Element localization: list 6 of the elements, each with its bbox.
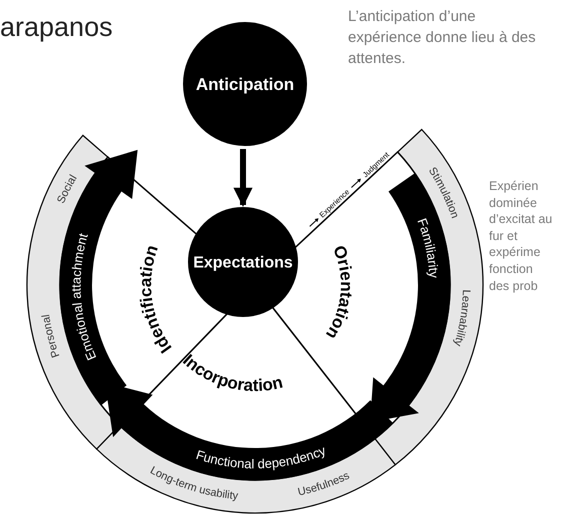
note-text: Expérien dominée d’excitat au fur et expérime fonction des prob	[489, 178, 553, 294]
slide-title: arapanos	[0, 12, 113, 43]
note-text: L’anticipation d’une expérience donne lieu à des attentes.	[348, 7, 537, 69]
stage-label: Anticipation	[196, 74, 294, 94]
stage-label: Expectations	[193, 254, 293, 272]
arrow	[233, 149, 253, 207]
